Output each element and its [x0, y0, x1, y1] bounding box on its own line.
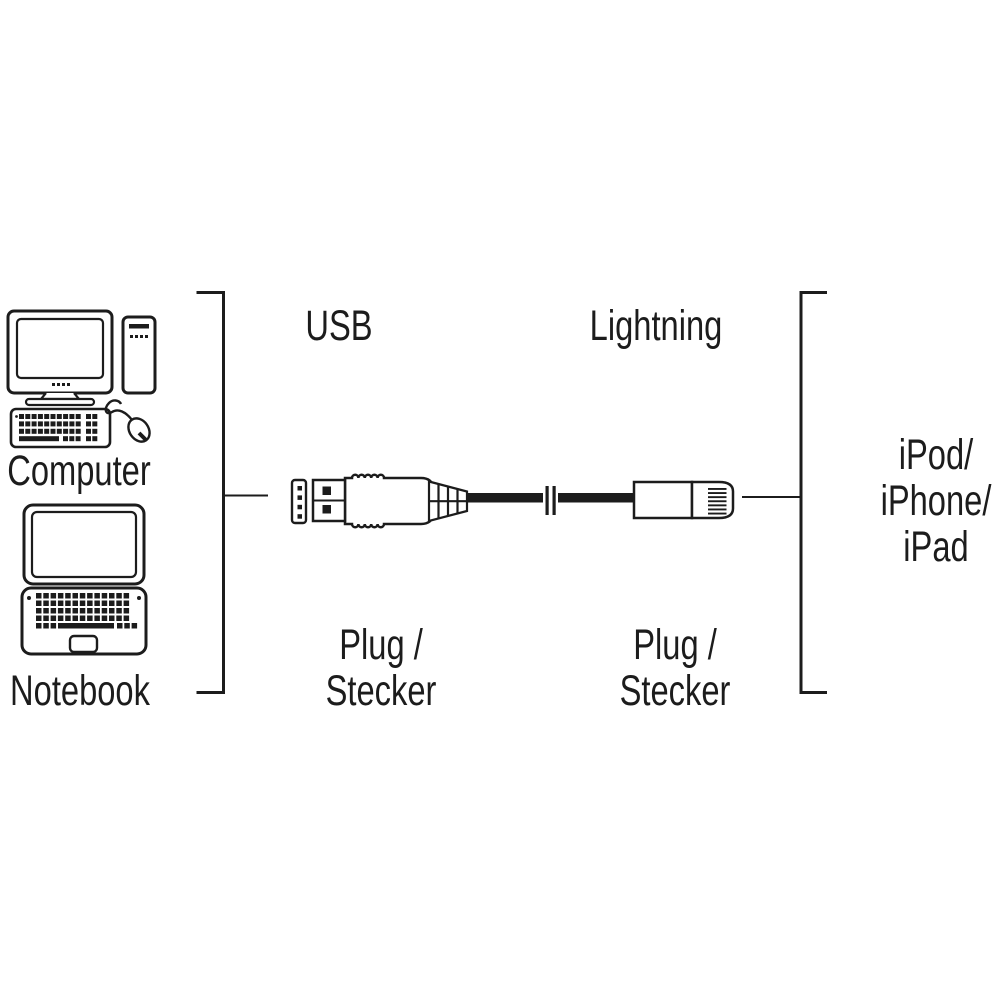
keyboard-icon — [9, 407, 112, 449]
target-devices-label: iPod/ iPhone/ iPad — [822, 432, 1000, 570]
usb-port-end-view — [290, 478, 308, 525]
lightning-plug-icon — [632, 480, 735, 520]
right-bracket — [742, 291, 827, 694]
notebook-icon — [20, 503, 148, 656]
left-bracket — [196, 291, 268, 694]
plug-label-line2: Stecker — [619, 667, 731, 715]
target-device-line: iPhone/ — [880, 477, 992, 525]
plug-label-line1: Plug / — [339, 621, 423, 669]
lightning-type-label: Lightning — [589, 302, 723, 350]
usb-type-label: USB — [305, 302, 373, 350]
desktop-computer-icon — [6, 309, 157, 449]
usb-plug-icon — [290, 473, 469, 529]
cable-break-icon — [543, 484, 558, 518]
plug-stecker-label-right: Plug / Stecker — [561, 622, 789, 714]
usb-lightning-cable — [290, 473, 735, 529]
mouse-icon — [104, 399, 151, 443]
target-device-line: iPad — [903, 523, 969, 571]
target-device-line: iPod/ — [898, 431, 974, 479]
strain-relief — [427, 480, 469, 523]
computer-label: Computer — [7, 447, 151, 495]
usb-metal-shell — [311, 478, 347, 523]
plug-label-line1: Plug / — [633, 621, 717, 669]
monitor-icon — [6, 309, 114, 407]
notebook-label: Notebook — [10, 667, 150, 715]
tower-icon — [121, 315, 157, 395]
plug-label-line2: Stecker — [325, 667, 437, 715]
plug-stecker-label-left: Plug / Stecker — [267, 622, 495, 714]
